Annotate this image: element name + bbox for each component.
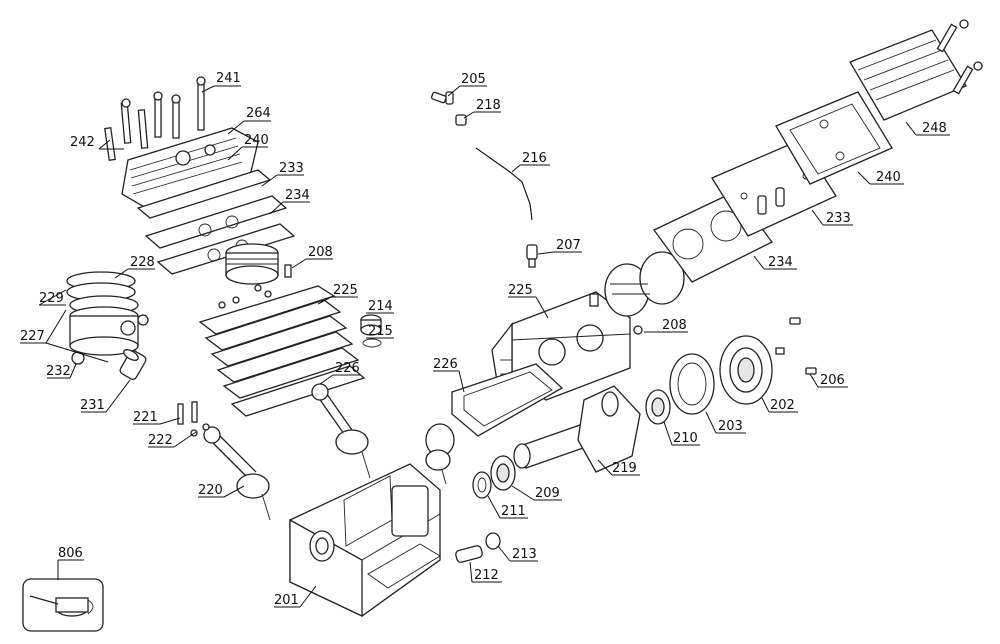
leader-lines: [20, 85, 950, 608]
fittings-top: [430, 91, 538, 268]
label-240-left: 240: [244, 133, 269, 148]
seal-211: [472, 471, 492, 499]
label-220: 220: [198, 483, 223, 498]
label-203: 203: [718, 419, 743, 434]
label-222: 222: [148, 433, 173, 448]
label-216: 216: [522, 151, 547, 166]
label-241: 241: [216, 71, 241, 86]
label-207: 207: [556, 238, 581, 253]
label-208-right: 208: [662, 318, 687, 333]
label-213: 213: [512, 547, 537, 562]
label-210: 210: [673, 431, 698, 446]
gasket-center: [451, 363, 564, 437]
label-229: 229: [39, 291, 64, 306]
label-234-right: 234: [768, 255, 793, 270]
label-206: 206: [820, 373, 845, 388]
gasket-203: [669, 353, 715, 415]
label-218: 218: [476, 98, 501, 113]
connecting-rod-right: [425, 423, 455, 485]
label-248: 248: [922, 121, 947, 136]
cylinder-block-left: [198, 284, 366, 417]
gasket-stack-left: [136, 169, 296, 275]
head-bolts: [104, 76, 206, 161]
label-215: 215: [368, 324, 393, 339]
bearing-cover-202: [719, 335, 785, 405]
part-labels: 241 242 264 240 233 234 208 228 229 227 …: [20, 71, 947, 608]
bolts-206: [789, 317, 817, 375]
label-225-center: 225: [508, 283, 533, 298]
label-232: 232: [46, 364, 71, 379]
label-806: 806: [58, 546, 83, 561]
bearing-210: [645, 389, 671, 425]
connecting-rod-center: [311, 383, 371, 479]
bearing-209: [490, 455, 516, 491]
plug-and-washer: [360, 314, 382, 348]
label-233-right: 233: [826, 211, 851, 226]
cylinder-head-left: [121, 127, 259, 209]
label-242: 242: [70, 135, 95, 150]
label-209: 209: [535, 486, 560, 501]
label-233-left: 233: [279, 161, 304, 176]
crankshaft: [513, 385, 641, 473]
label-231: 231: [80, 398, 105, 413]
label-205: 205: [461, 72, 486, 87]
label-221: 221: [133, 410, 158, 425]
piston-rings: [66, 271, 149, 356]
label-226-center: 226: [433, 357, 458, 372]
label-202: 202: [770, 398, 795, 413]
crankcase: [289, 463, 441, 618]
label-214: 214: [368, 299, 393, 314]
label-211: 211: [501, 504, 526, 519]
label-240-right: 240: [876, 170, 901, 185]
label-227: 227: [20, 329, 45, 344]
connecting-rod-left: [177, 401, 271, 521]
gasket-240-right: [775, 91, 893, 185]
label-264: 264: [246, 106, 271, 121]
pistons-center: [589, 251, 685, 335]
label-201: 201: [274, 593, 299, 608]
label-234-left: 234: [285, 188, 310, 203]
sleeve-212-nut-213: [455, 532, 501, 563]
piston-left: [225, 243, 292, 285]
label-208-left: 208: [308, 245, 333, 260]
label-219: 219: [612, 461, 637, 476]
label-225-left: 225: [333, 283, 358, 298]
label-212: 212: [474, 568, 499, 583]
wrist-pin: [71, 349, 147, 380]
oil-can-inset: [22, 578, 104, 632]
label-226-left: 226: [335, 361, 360, 376]
label-228: 228: [130, 255, 155, 270]
cylinder-head-right: [849, 19, 983, 121]
